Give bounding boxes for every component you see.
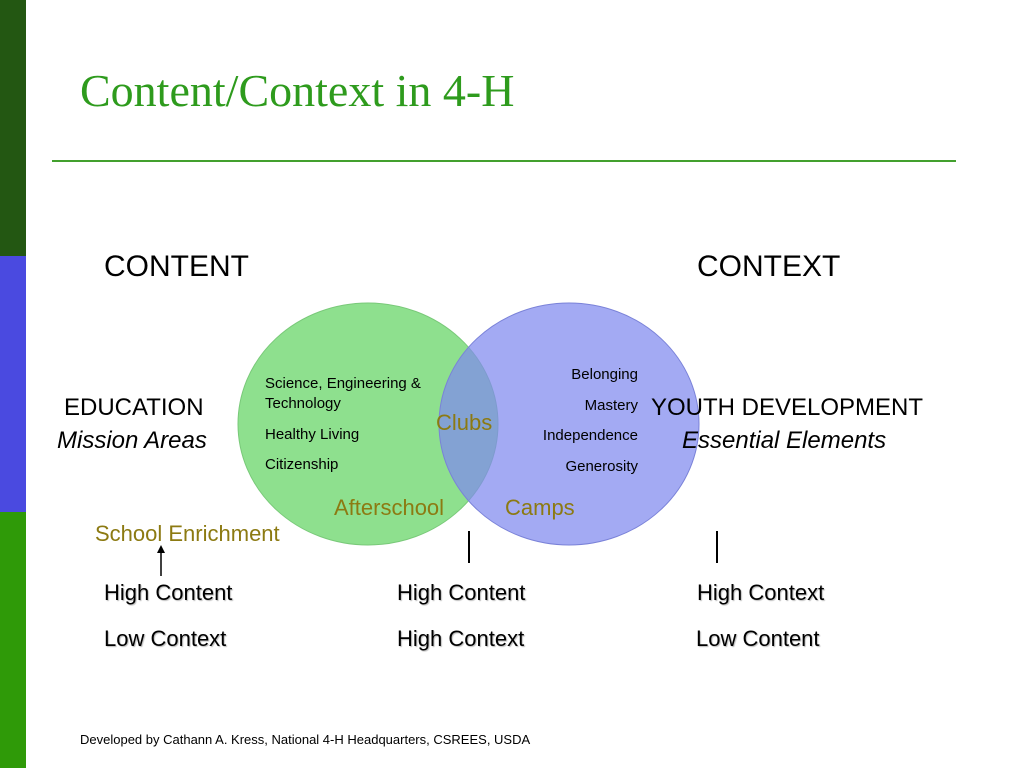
- column-2-line-1: High Content: [397, 580, 526, 605]
- school-enrichment-arrow-head: [157, 545, 165, 553]
- column-2-line-2: High Context: [397, 626, 525, 651]
- left-accent-bar-dark-green: [0, 0, 26, 256]
- context-circle: [438, 302, 700, 546]
- mission-area-item: Citizenship: [265, 456, 339, 473]
- column-1-line-1: High Content: [104, 580, 233, 605]
- left-accent-bar-blue: [0, 256, 26, 512]
- column-3-line-2: Low Content: [696, 626, 820, 651]
- title-divider: [52, 160, 956, 162]
- slide-title: Content/Context in 4-H: [80, 65, 515, 116]
- essential-element-item: Mastery: [584, 397, 638, 414]
- left-accent-bar-green: [0, 512, 26, 768]
- essential-element-item: Belonging: [571, 366, 638, 383]
- afterschool-label: Afterschool: [334, 495, 445, 520]
- essential-element-item: Generosity: [565, 458, 638, 475]
- youth-development-label: YOUTH DEVELOPMENT: [651, 394, 924, 421]
- education-label: EDUCATION: [64, 394, 204, 421]
- school-enrichment-label: School Enrichment: [95, 521, 280, 546]
- essential-element-item: Independence: [542, 427, 638, 444]
- column-3-line-1: High Context: [697, 580, 825, 605]
- clubs-label: Clubs: [436, 410, 493, 435]
- column-1-line-2: Low Context: [104, 626, 227, 651]
- context-heading: CONTEXT: [697, 250, 841, 283]
- mission-area-item: Technology: [265, 395, 341, 412]
- camps-label: Camps: [505, 495, 575, 520]
- mission-area-item: Science, Engineering &: [265, 375, 421, 392]
- mission-areas-label: Mission Areas: [57, 427, 207, 454]
- essential-elements-label: Essential Elements: [682, 427, 887, 454]
- mission-area-item: Healthy Living: [265, 426, 360, 443]
- content-heading: CONTENT: [104, 250, 249, 283]
- footer-credit: Developed by Cathann A. Kress, National …: [80, 732, 531, 747]
